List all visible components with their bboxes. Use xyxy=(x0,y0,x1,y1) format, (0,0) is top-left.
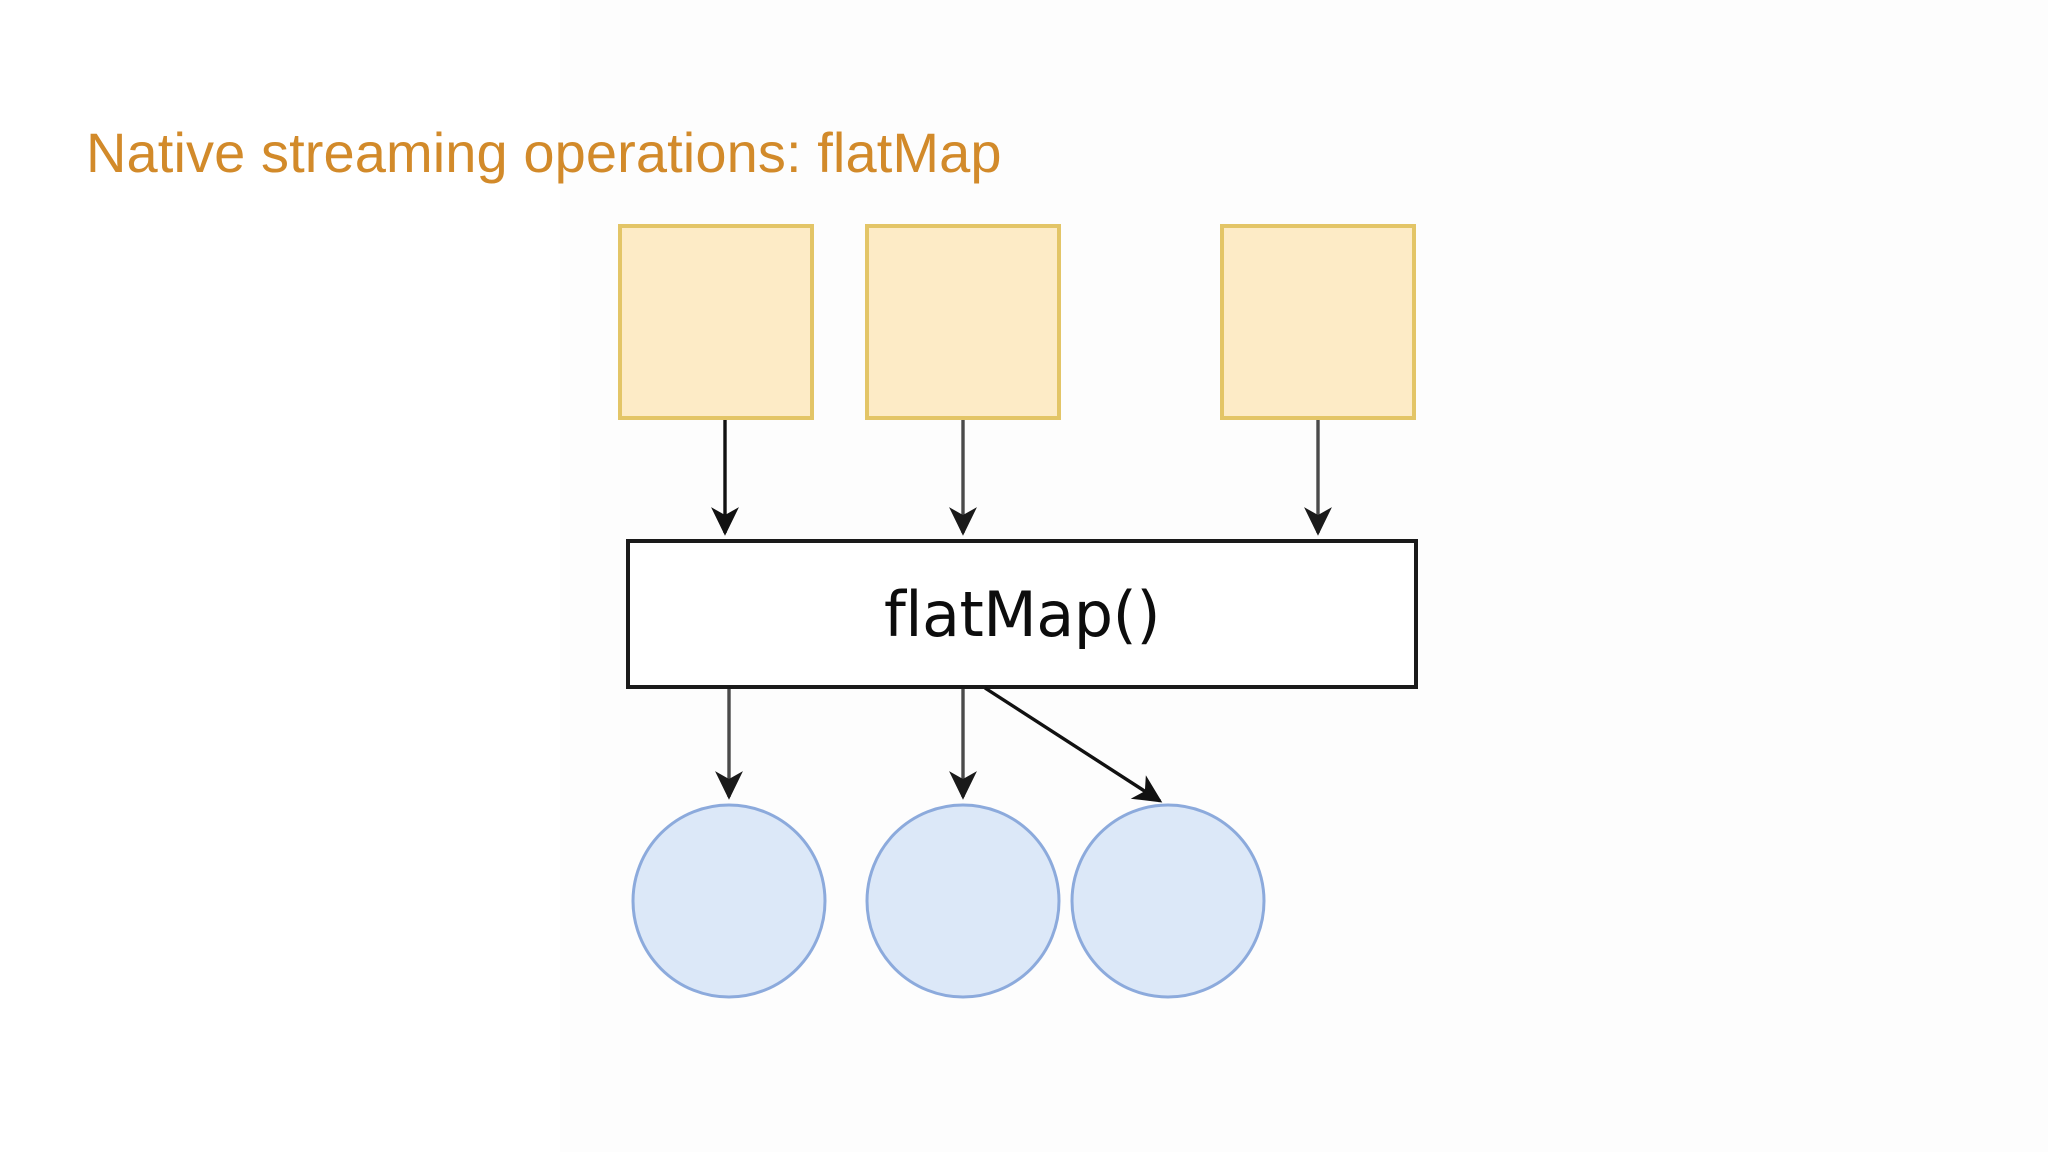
input-element-1[interactable] xyxy=(618,224,814,420)
page-title: Native streaming operations: flatMap xyxy=(86,121,1002,184)
input-element-3[interactable] xyxy=(1220,224,1416,420)
flatmap-operator-label: flatMap() xyxy=(883,577,1161,651)
input-arrows-group xyxy=(711,420,1332,536)
output-element-3[interactable] xyxy=(1070,803,1266,999)
output-element-1[interactable] xyxy=(631,803,827,999)
output-arrow-3 xyxy=(984,686,1163,803)
output-arrows-group xyxy=(715,686,1163,803)
flatmap-operator-group[interactable] xyxy=(626,539,1418,689)
flatmap-operator-box[interactable] xyxy=(626,539,1418,689)
input-elements-group xyxy=(618,224,1416,420)
input-element-2[interactable] xyxy=(865,224,1061,420)
output-element-2[interactable] xyxy=(865,803,1061,999)
output-elements-group xyxy=(631,803,1266,999)
